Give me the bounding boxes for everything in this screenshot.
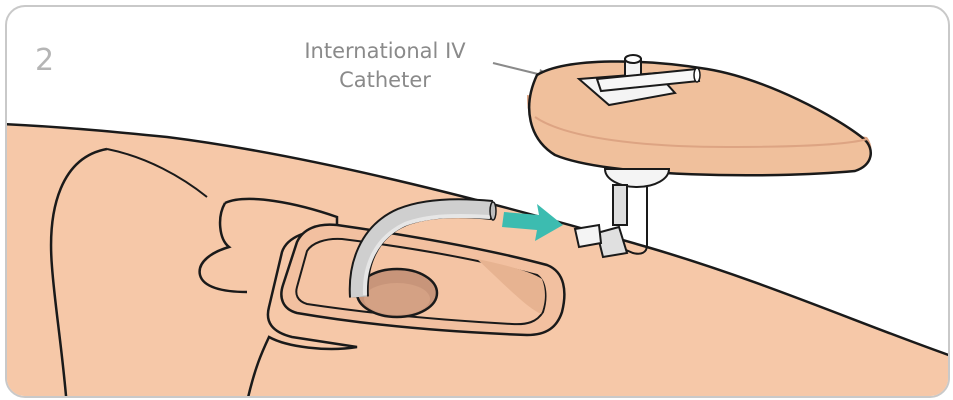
catheter-tip xyxy=(694,68,700,82)
vein-tube-end xyxy=(490,202,496,220)
catheter-hub-cap xyxy=(625,55,641,63)
vein-hole-inner xyxy=(364,283,430,315)
callout-label-line1: International IV xyxy=(265,37,505,66)
connector-nozzle xyxy=(575,225,601,247)
connector-stem xyxy=(613,185,627,225)
step-number: 2 xyxy=(35,43,54,78)
callout-label: International IV Catheter xyxy=(265,37,505,95)
callout-label-line2: Catheter xyxy=(265,66,505,95)
illustration-frame: 2 International IV Catheter xyxy=(5,5,950,398)
